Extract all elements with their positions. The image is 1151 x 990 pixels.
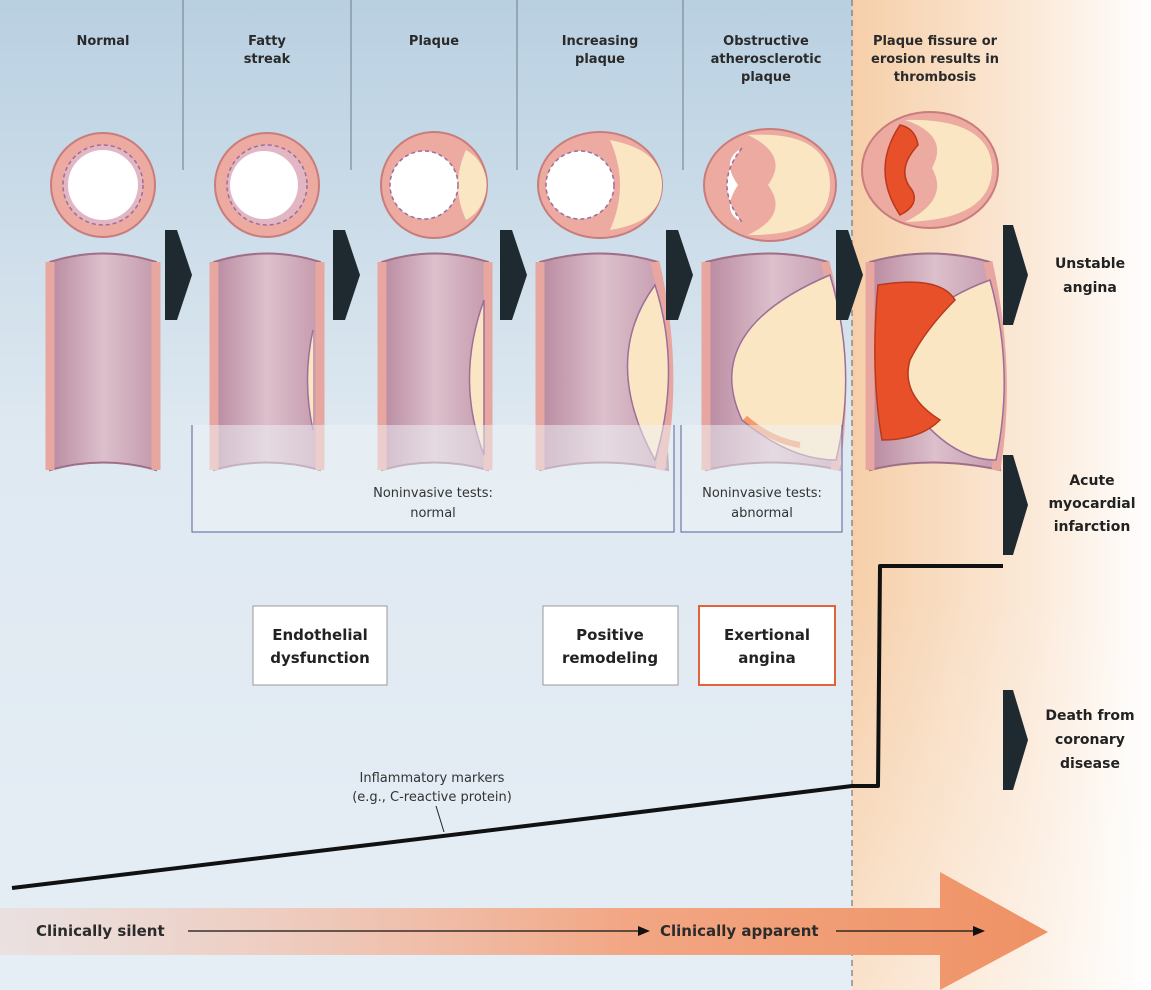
plaque-artery (381, 132, 488, 470)
svg-text:angina: angina (1063, 280, 1117, 296)
svg-text:atherosclerotic: atherosclerotic (711, 52, 822, 67)
svg-text:erosion results in: erosion results in (871, 52, 999, 67)
svg-text:remodeling: remodeling (562, 649, 658, 667)
stage-title-normal: Normal (77, 34, 130, 49)
svg-text:Noninvasive tests:: Noninvasive tests: (373, 486, 493, 501)
tests-normal-bracket: Noninvasive tests: normal (192, 425, 674, 532)
tests-abnormal-bracket: Noninvasive tests: abnormal (681, 425, 842, 532)
svg-text:Inflammatory markers: Inflammatory markers (360, 771, 505, 786)
fatty-streak-artery (214, 133, 320, 470)
clinically-silent-label: Clinically silent (36, 922, 165, 940)
svg-text:Obstructive: Obstructive (723, 34, 809, 49)
svg-text:dysfunction: dysfunction (270, 649, 370, 667)
svg-text:plaque: plaque (575, 52, 625, 67)
endothelial-dysfunction-box: Endothelial dysfunction (253, 606, 387, 685)
svg-text:Unstable: Unstable (1055, 256, 1125, 272)
svg-text:Noninvasive tests:: Noninvasive tests: (702, 486, 822, 501)
svg-text:Plaque: Plaque (409, 34, 459, 49)
exertional-angina-box: Exertional angina (699, 606, 835, 685)
svg-text:myocardial: myocardial (1048, 496, 1135, 512)
normal-artery (50, 133, 156, 470)
svg-text:Plaque fissure or: Plaque fissure or (873, 34, 998, 49)
svg-text:plaque: plaque (741, 70, 791, 85)
svg-text:disease: disease (1060, 756, 1120, 772)
increasing-plaque-artery (538, 132, 669, 470)
svg-text:Positive: Positive (576, 626, 644, 644)
svg-text:Fatty: Fatty (248, 34, 286, 49)
svg-text:normal: normal (410, 506, 456, 521)
clinically-apparent-label: Clinically apparent (660, 922, 819, 940)
svg-text:Death from: Death from (1045, 708, 1134, 724)
thrombosis-artery (862, 112, 1004, 470)
svg-text:(e.g., C-reactive protein): (e.g., C-reactive protein) (352, 790, 512, 805)
stage-title-plaque: Plaque (409, 34, 459, 49)
svg-text:abnormal: abnormal (731, 506, 793, 521)
svg-text:angina: angina (738, 649, 795, 667)
svg-text:thrombosis: thrombosis (894, 70, 977, 85)
svg-text:infarction: infarction (1054, 519, 1131, 535)
svg-text:coronary: coronary (1055, 732, 1125, 748)
svg-text:Acute: Acute (1069, 473, 1114, 489)
positive-remodeling-box: Positive remodeling (543, 606, 678, 685)
svg-text:Normal: Normal (77, 34, 130, 49)
svg-text:Endothelial: Endothelial (272, 626, 368, 644)
svg-text:streak: streak (244, 52, 291, 67)
svg-text:Exertional: Exertional (724, 626, 810, 644)
svg-text:Increasing: Increasing (562, 34, 639, 49)
obstructive-plaque-artery (704, 129, 846, 470)
